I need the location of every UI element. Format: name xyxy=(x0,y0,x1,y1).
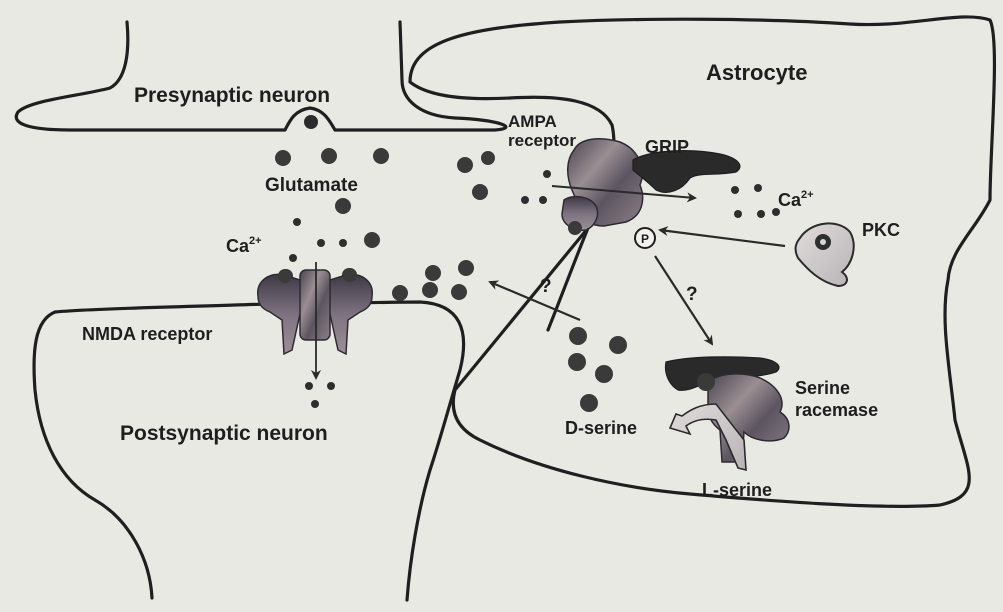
question-mark-left: ? xyxy=(540,276,552,297)
serine-racemase-label-line1: Serine xyxy=(795,378,850,398)
ampa-label-line2: receptor xyxy=(508,131,576,150)
postsynaptic-neuron-label: Postsynaptic neuron xyxy=(120,422,328,445)
svg-text:P: P xyxy=(641,232,649,246)
serine-racemase-label-line2: racemase xyxy=(795,400,878,420)
nmda-receptor-label: NMDA receptor xyxy=(82,324,212,344)
presynaptic-neuron-label: Presynaptic neuron xyxy=(134,84,330,107)
ampa-label-line1: AMPA xyxy=(508,112,557,131)
phosphorylation-site: P xyxy=(635,228,655,248)
vesicle xyxy=(304,115,318,129)
astrocyte-label: Astrocyte xyxy=(706,60,807,85)
pkc-label: PKC xyxy=(862,220,900,240)
d-serine-label: D-serine xyxy=(565,418,637,438)
glutamate-label: Glutamate xyxy=(265,175,358,196)
grip-label: GRIP xyxy=(645,137,689,157)
l-serine-label: L-serine xyxy=(702,480,772,500)
question-mark-right: ? xyxy=(686,284,698,305)
